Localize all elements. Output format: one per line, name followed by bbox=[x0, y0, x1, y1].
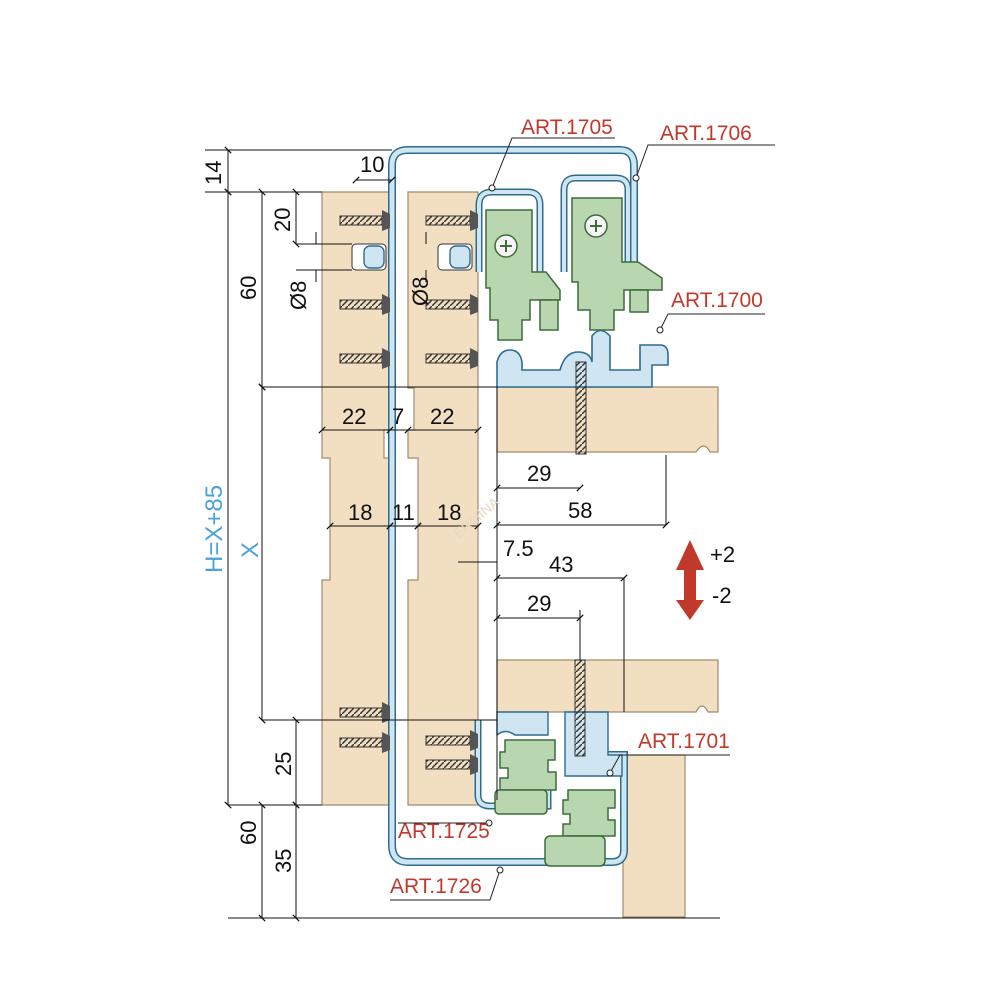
top-cabinet-board bbox=[496, 386, 719, 453]
label-art-1725: ART.1725 bbox=[398, 820, 490, 843]
screw-left-3 bbox=[339, 348, 390, 369]
screw-right-2 bbox=[425, 294, 478, 315]
label-leaders bbox=[390, 137, 775, 901]
dim-d8-left: Ø8 bbox=[286, 281, 311, 310]
dim-60-bottom: 60 bbox=[236, 821, 261, 845]
screw-vertical-bottom bbox=[574, 659, 586, 757]
height-adjustment-arrow bbox=[676, 540, 704, 620]
dim-35: 35 bbox=[271, 849, 296, 873]
dim-x: X bbox=[237, 542, 264, 558]
tolerance-plus: +2 bbox=[710, 542, 735, 567]
bottom-roller-right bbox=[544, 789, 616, 867]
dim-43: 43 bbox=[549, 552, 573, 577]
dim-60-top: 60 bbox=[236, 276, 261, 300]
screw-left-1 bbox=[339, 210, 390, 231]
screw-right-1 bbox=[425, 210, 478, 231]
screw-right-5 bbox=[425, 754, 478, 775]
screw-left-2 bbox=[339, 294, 390, 315]
label-art-1701: ART.1701 bbox=[638, 730, 730, 753]
bottom-roller-left bbox=[494, 739, 557, 815]
dim-14: 14 bbox=[201, 161, 226, 185]
dim-7-5: 7.5 bbox=[503, 536, 534, 561]
dowel-pins bbox=[351, 243, 473, 271]
label-art-1706: ART.1706 bbox=[660, 122, 752, 145]
top-carriage-right bbox=[571, 197, 663, 331]
screws bbox=[339, 210, 587, 775]
dim-25: 25 bbox=[271, 752, 296, 776]
cabinet-side-wall bbox=[622, 754, 686, 918]
dim-20: 20 bbox=[270, 208, 295, 232]
article-labels: ART.1705 ART.1706 ART.1700 ART.1701 ART.… bbox=[390, 116, 763, 898]
dim-10: 10 bbox=[360, 152, 384, 177]
bottom-rail-frame bbox=[388, 720, 628, 866]
dimension-labels: 14 10 20 60 Ø8 Ø8 22 7 22 18 11 18 29 58… bbox=[201, 152, 735, 873]
dim-22-right: 22 bbox=[430, 404, 454, 429]
dim-58: 58 bbox=[568, 498, 592, 523]
top-guide-profile bbox=[496, 329, 669, 388]
tolerance-minus: -2 bbox=[712, 583, 732, 608]
bottom-cabinet-board bbox=[496, 659, 719, 713]
dim-h-total: H=X+85 bbox=[201, 485, 228, 573]
screw-left-4 bbox=[339, 702, 390, 723]
dim-11: 11 bbox=[392, 500, 415, 525]
label-art-1700: ART.1700 bbox=[671, 289, 763, 312]
screw-right-4 bbox=[425, 730, 478, 751]
dimension-lines bbox=[205, 146, 720, 922]
dim-29-bottom: 29 bbox=[527, 591, 551, 616]
dim-7: 7 bbox=[392, 404, 404, 429]
label-art-1726: ART.1726 bbox=[390, 875, 482, 898]
screw-right-3 bbox=[425, 348, 478, 369]
dim-d8-right: Ø8 bbox=[408, 277, 433, 306]
dim-18-right: 18 bbox=[437, 500, 461, 525]
label-art-1705: ART.1705 bbox=[521, 116, 613, 139]
dim-18-left: 18 bbox=[348, 500, 372, 525]
top-carriage-left bbox=[485, 209, 561, 341]
screw-left-5 bbox=[339, 732, 390, 753]
dim-29-top: 29 bbox=[527, 461, 551, 486]
dim-22-left: 22 bbox=[342, 404, 366, 429]
upper-rail-frame bbox=[388, 146, 638, 805]
screw-vertical-top bbox=[575, 361, 587, 455]
